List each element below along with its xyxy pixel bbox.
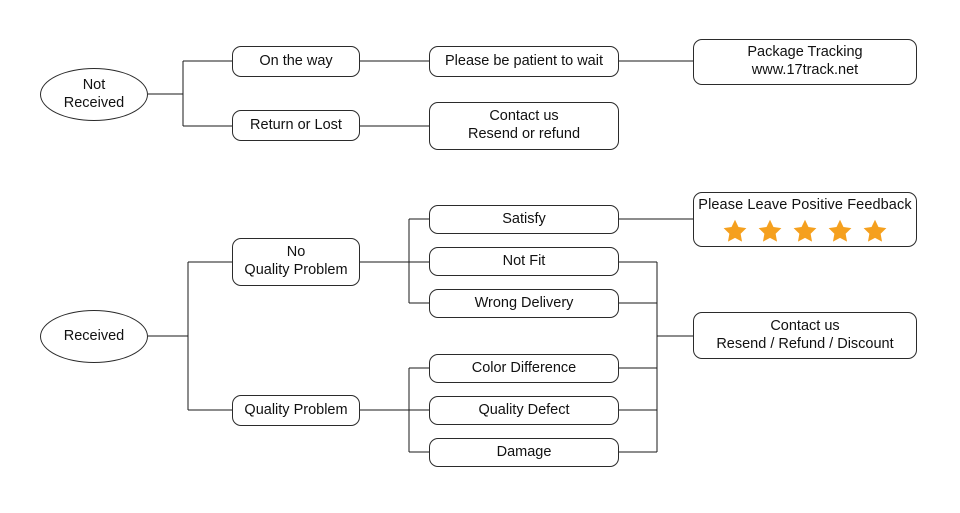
node-on-the-way-label: On the way xyxy=(259,52,333,69)
node-received[interactable]: Received xyxy=(40,310,148,363)
node-not-received[interactable]: Not Received xyxy=(40,68,148,121)
node-package-tracking-label: Package Tracking www.17track.net xyxy=(747,44,863,78)
node-not-received-label: Not Received xyxy=(63,76,125,111)
node-on-the-way[interactable]: On the way xyxy=(232,46,360,77)
node-contact-resend-or-refund[interactable]: Contact us Resend or refund xyxy=(429,102,619,150)
node-be-patient-to-wait-label: Please be patient to wait xyxy=(445,52,603,69)
node-quality-problem-label: Quality Problem xyxy=(244,401,348,418)
star-icon[interactable] xyxy=(792,218,818,244)
node-damage-label: Damage xyxy=(496,443,552,460)
node-wrong-delivery-label: Wrong Delivery xyxy=(474,294,574,311)
star-icon[interactable] xyxy=(862,218,888,244)
node-return-or-lost-label: Return or Lost xyxy=(250,116,342,133)
node-wrong-delivery[interactable]: Wrong Delivery xyxy=(429,289,619,318)
node-not-fit[interactable]: Not Fit xyxy=(429,247,619,276)
feedback-title: Please Leave Positive Feedback xyxy=(698,197,912,214)
node-received-label: Received xyxy=(63,327,125,344)
node-satisfy-label: Satisfy xyxy=(502,210,546,227)
node-color-difference-label: Color Difference xyxy=(471,359,577,376)
node-satisfy[interactable]: Satisfy xyxy=(429,205,619,234)
node-positive-feedback[interactable]: Please Leave Positive Feedback xyxy=(693,192,917,247)
node-contact-resend-or-refund-label: Contact us Resend or refund xyxy=(467,108,581,142)
node-return-or-lost[interactable]: Return or Lost xyxy=(232,110,360,141)
node-quality-defect-label: Quality Defect xyxy=(478,401,570,418)
node-package-tracking[interactable]: Package Tracking www.17track.net xyxy=(693,39,917,85)
star-rating[interactable] xyxy=(722,218,888,244)
node-be-patient-to-wait[interactable]: Please be patient to wait xyxy=(429,46,619,77)
node-quality-defect[interactable]: Quality Defect xyxy=(429,396,619,425)
node-not-fit-label: Not Fit xyxy=(502,252,546,269)
node-contact-resend-refund-discount[interactable]: Contact us Resend / Refund / Discount xyxy=(693,312,917,359)
node-color-difference[interactable]: Color Difference xyxy=(429,354,619,383)
node-no-quality-problem[interactable]: No Quality Problem xyxy=(232,238,360,286)
star-icon[interactable] xyxy=(722,218,748,244)
node-damage[interactable]: Damage xyxy=(429,438,619,467)
star-icon[interactable] xyxy=(757,218,783,244)
node-quality-problem[interactable]: Quality Problem xyxy=(232,395,360,426)
node-contact-resend-refund-discount-label: Contact us Resend / Refund / Discount xyxy=(716,317,894,352)
node-no-quality-problem-label: No Quality Problem xyxy=(244,244,348,278)
star-icon[interactable] xyxy=(827,218,853,244)
